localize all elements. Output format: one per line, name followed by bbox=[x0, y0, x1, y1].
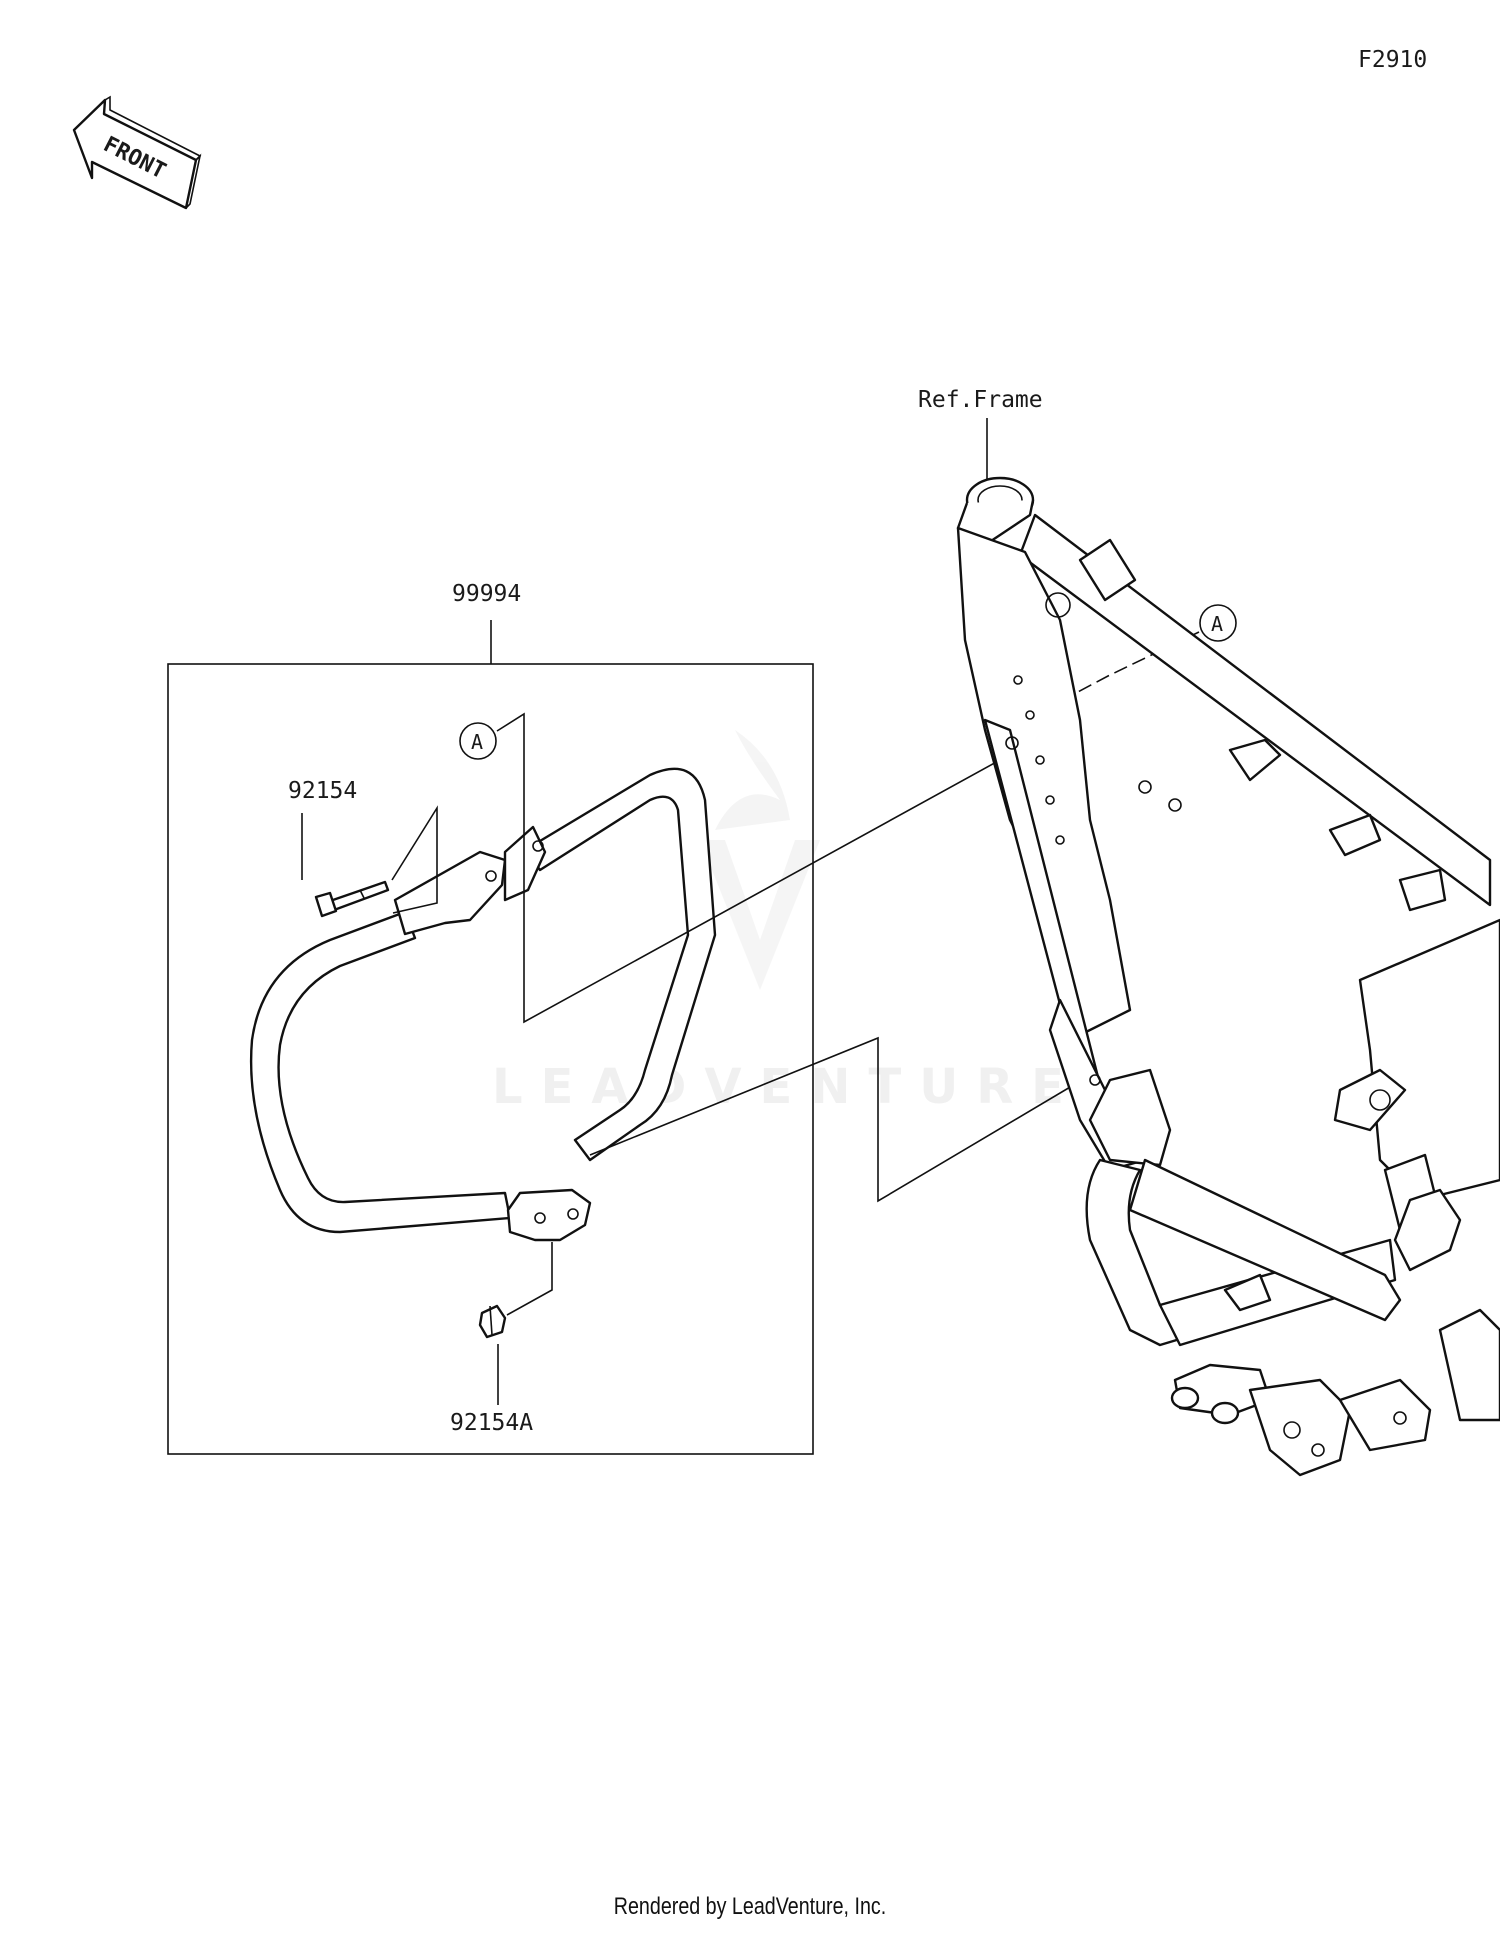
diagram-code: F2910 bbox=[1358, 47, 1427, 73]
ref-a-frame-label: A bbox=[1211, 612, 1223, 636]
watermark: LEADVENTURE bbox=[492, 730, 1082, 1115]
watermark-text: LEADVENTURE bbox=[492, 1059, 1082, 1115]
engine-guard bbox=[249, 767, 717, 1242]
ref-a-kit-circle bbox=[459, 722, 497, 760]
footer-credit: Rendered by LeadVenture, Inc. bbox=[613, 1893, 887, 1920]
bolt-lower bbox=[478, 1304, 507, 1339]
ref-a-kit-label: A bbox=[471, 730, 483, 754]
front-arrow-icon: FRONT bbox=[72, 95, 202, 210]
bolt-upper bbox=[314, 880, 390, 918]
bolt-lower-number: 92154A bbox=[450, 1410, 533, 1436]
frame-guard-outline bbox=[1088, 1068, 1402, 1322]
ref-a-frame-circle bbox=[1199, 604, 1237, 642]
bolt-upper-number: 92154 bbox=[288, 778, 357, 804]
kit-part-number: 99994 bbox=[452, 581, 521, 607]
motorcycle-frame bbox=[956, 476, 1500, 1477]
ref-frame-label: Ref.Frame bbox=[918, 387, 1043, 413]
